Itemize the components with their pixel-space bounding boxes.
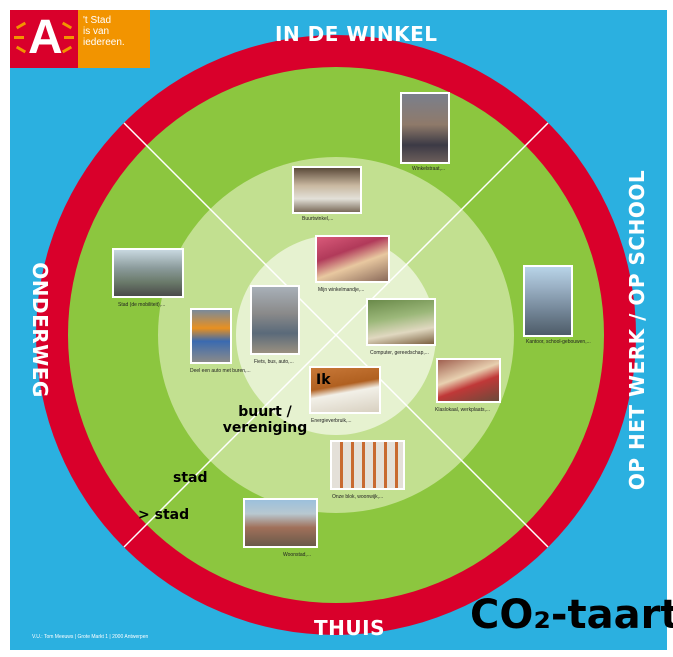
caption-bike-bus: Fiets, bus, auto,... [254,359,294,365]
logo-letter: A [28,11,63,64]
caption-shopping-basket: Mijn winkelmandje,... [318,287,365,293]
caption-corner-shop: Buurtwinkel,... [302,216,334,222]
slogan-line-3: iedereen. [83,37,125,48]
logo-ray-icon [64,36,74,39]
photo-bike-bus [250,285,300,355]
photo-computer-tools [366,298,436,346]
photo-shopping-street [400,92,450,164]
logo-slogan-box [78,10,150,68]
ring-label-outer: > stad [138,507,190,523]
caption-classroom: Klaslokaal, werkplaats,... [435,407,491,413]
divider-line-nw [123,122,337,336]
divider-line-sw [123,334,337,548]
ring-label-ik: Ik [316,372,331,388]
photo-apartment-block [330,440,405,490]
caption-car-sharing: Deel een auto met buren,... [190,368,251,374]
photo-shopping-basket [315,235,390,283]
caption-office-building: Kantoor, school-gebouwen,... [526,339,591,345]
photo-car-sharing [190,308,232,364]
photo-power-socket [309,366,381,414]
caption-tram-street: Stad (de mobiliteit),... [118,302,166,308]
caption-computer-tools: Computer, gereedschap,... [370,350,429,356]
section-label-left: ONDERWEG [28,262,52,398]
logo-badge [10,10,78,68]
section-label-top: IN DE WINKEL [275,22,438,46]
section-label-right: OP HET WERK / OP SCHOOL [625,169,649,491]
photo-tram-street [112,248,184,298]
footer-imprint: V.U.: Tom Meeuws | Grote Markt 1 | 2000 … [32,634,149,640]
caption-city-aerial: Woonstad,... [283,552,311,558]
section-label-bottom: THUIS [314,616,385,640]
caption-apartment-block: Onze blok, woonwijk,... [332,494,384,500]
logo-ray-icon [14,36,24,39]
poster-title: CO₂-taart [470,592,673,638]
photo-city-aerial [243,498,318,548]
ring-label-stad: stad [173,470,208,486]
slogan-line-1: 't Stad [83,15,112,26]
photo-corner-shop [292,166,362,214]
ring-label-buurt: buurt / vereniging [222,404,308,436]
photo-classroom [436,358,501,403]
caption-power-socket: Energieverbruik,... [311,418,352,424]
photo-office-building [523,265,573,337]
caption-shopping-street: Winkelstraat,... [412,166,446,172]
slogan-line-2: is van [83,26,110,37]
